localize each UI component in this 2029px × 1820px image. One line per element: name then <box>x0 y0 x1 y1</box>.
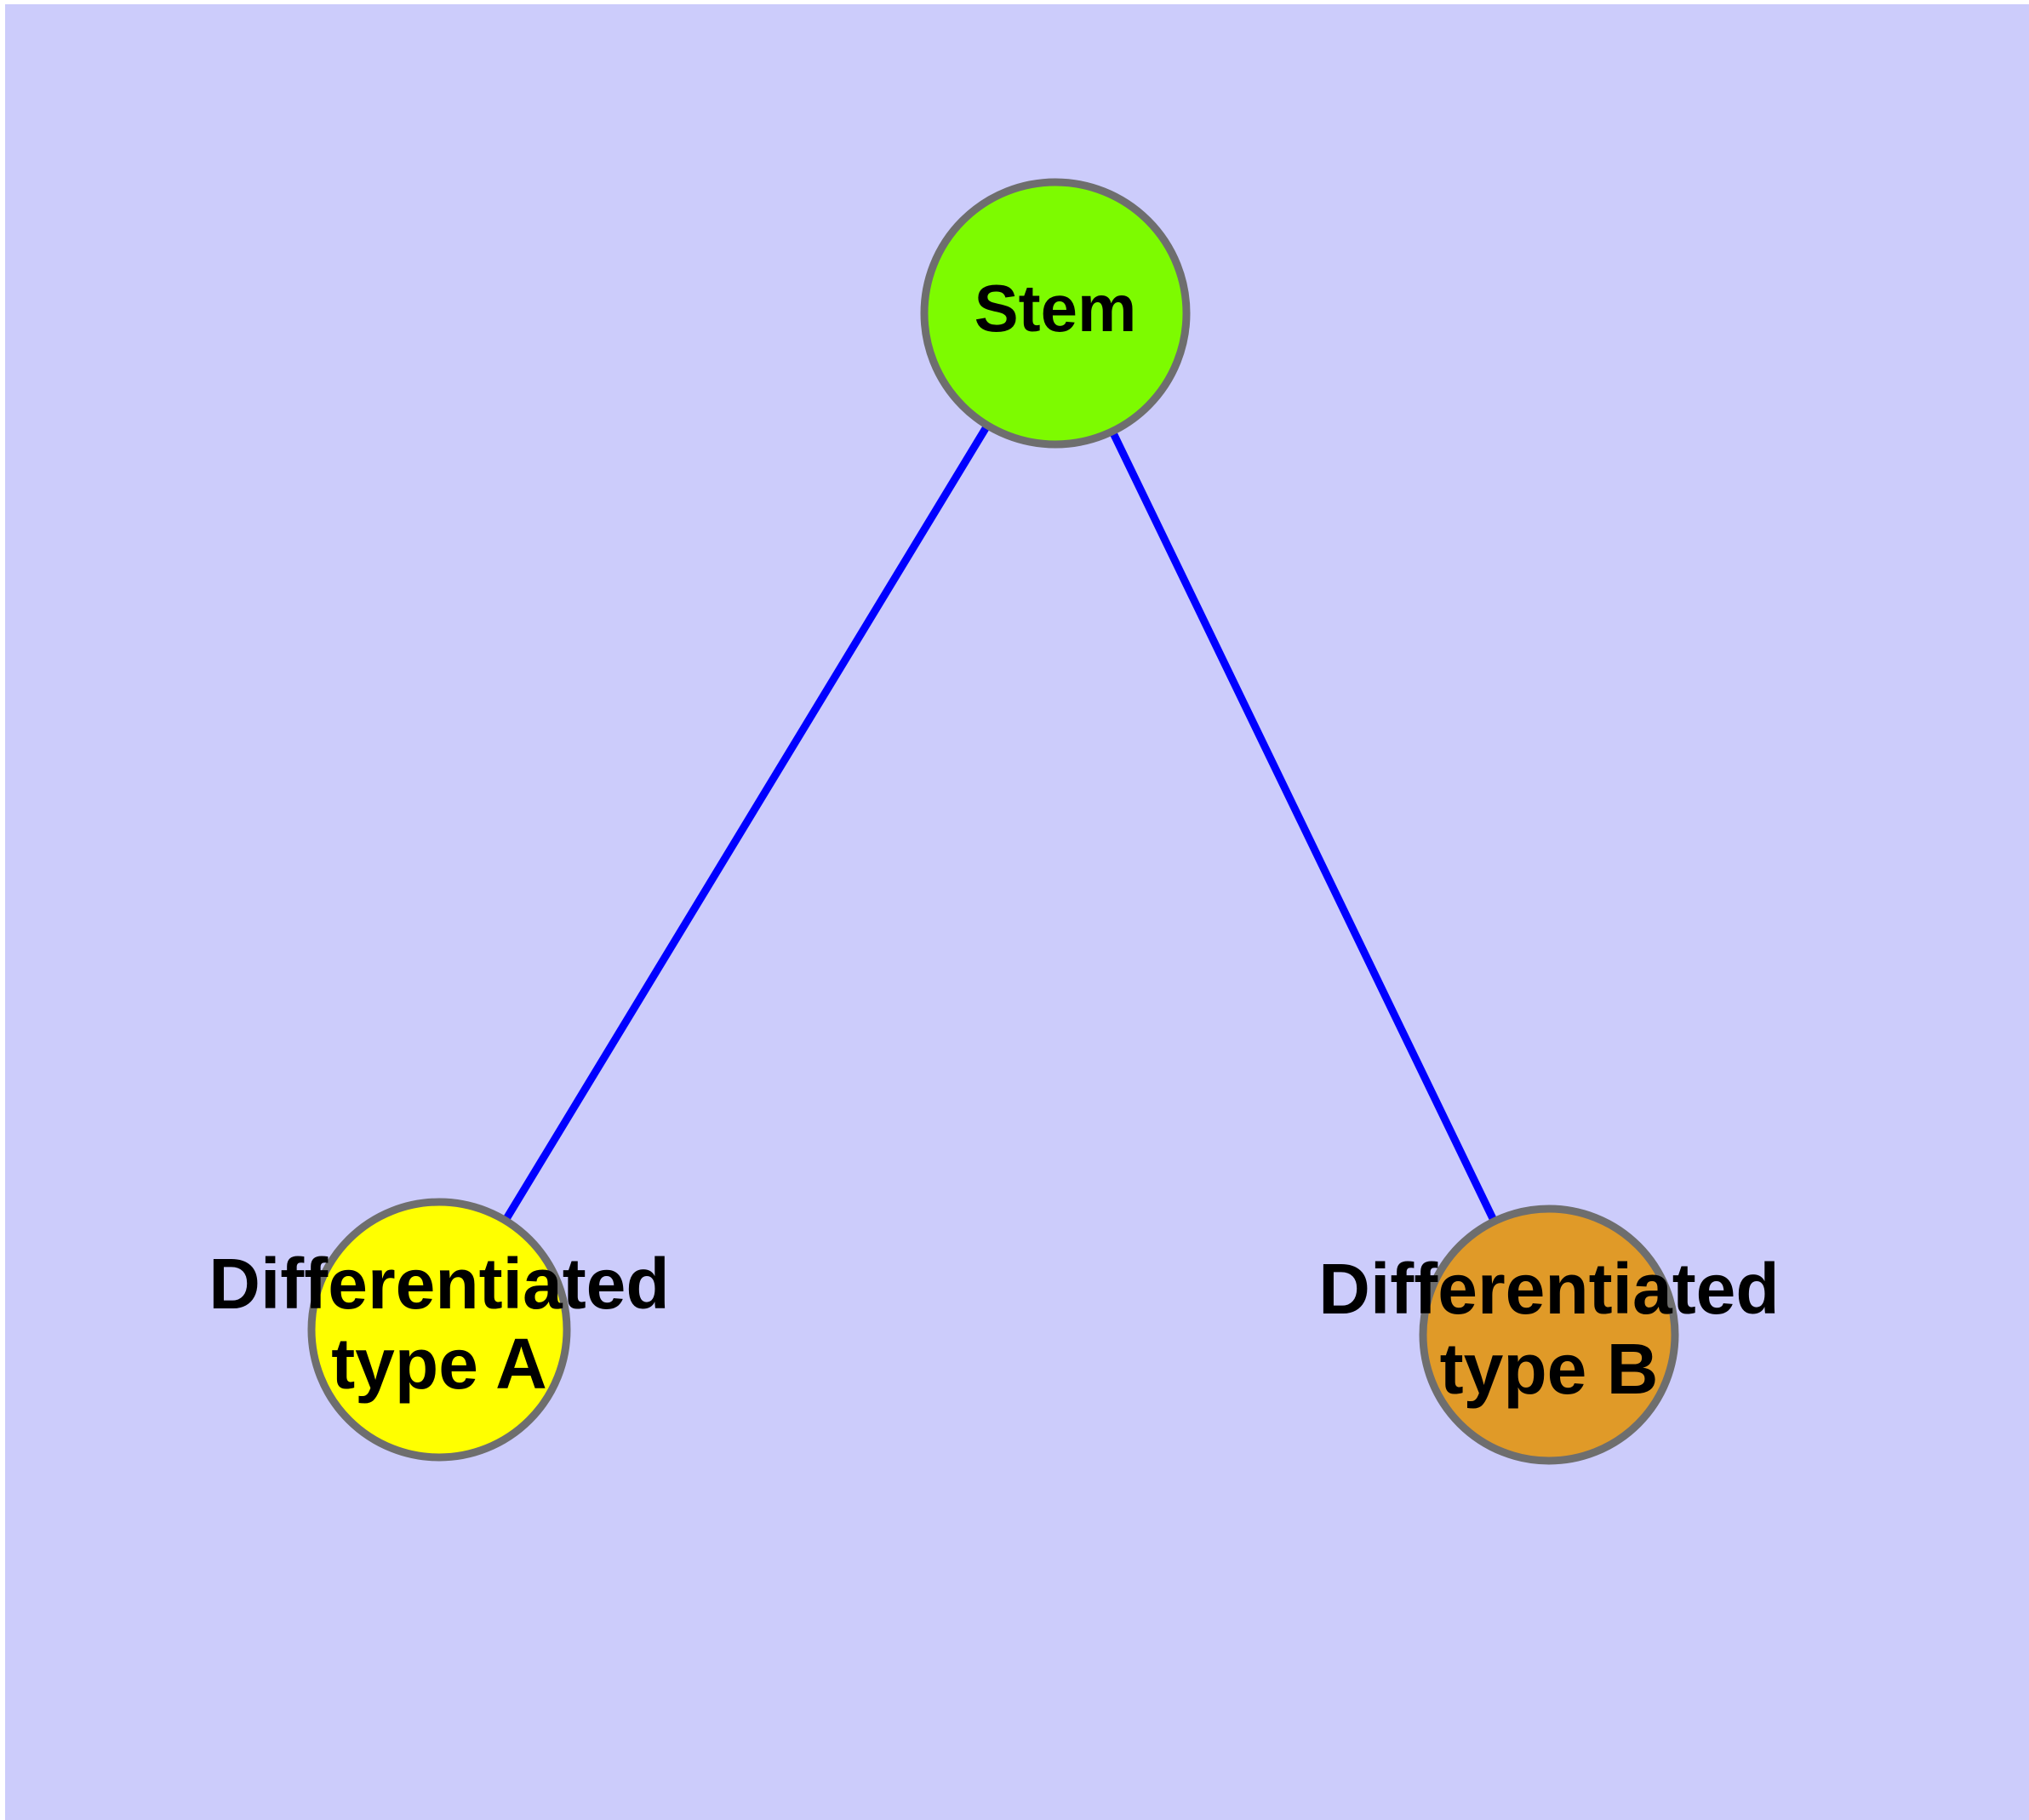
node-circle-diff_b[interactable] <box>1419 1205 1679 1465</box>
node-label-line: Stem <box>974 271 1137 346</box>
graph-node-stem[interactable]: Stem <box>920 178 1191 449</box>
node-label-line: type B <box>1440 1329 1659 1409</box>
node-circle-diff_a[interactable] <box>307 1198 571 1462</box>
node-label-stem: Stem <box>974 271 1137 346</box>
node-circle-stem[interactable] <box>920 178 1191 449</box>
graph-edge-stem-to-diff_a[interactable] <box>501 423 992 1223</box>
graph-edge-stem-to-diff_b[interactable] <box>1108 429 1498 1223</box>
edges-layer <box>501 423 1498 1223</box>
node-label-line: type A <box>331 1324 547 1404</box>
node-label-line: Differentiated <box>209 1244 669 1324</box>
node-label-line: Differentiated <box>1318 1249 1779 1329</box>
